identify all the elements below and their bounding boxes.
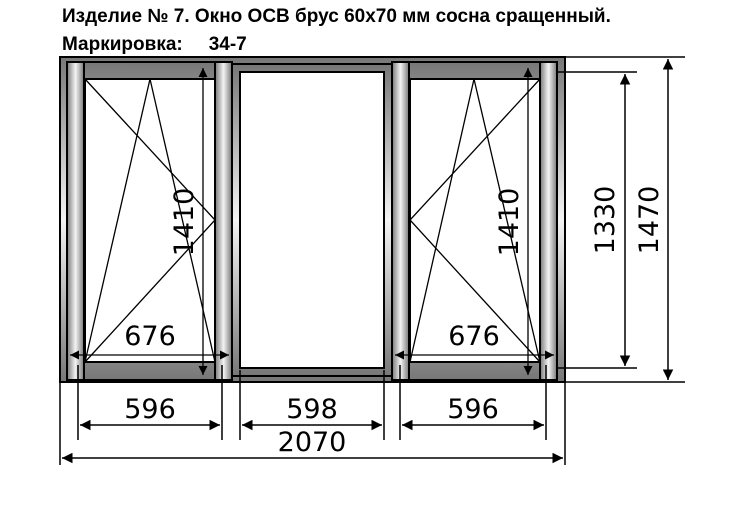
right-section-width-label: 596 — [447, 394, 499, 425]
middle-fixed-pane — [231, 63, 393, 377]
total-height-label: 1470 — [634, 186, 665, 255]
inner-height-label: 1330 — [590, 186, 621, 255]
right-sash-height-label: 1410 — [494, 188, 525, 257]
right-sash-width-label: 676 — [448, 321, 500, 352]
marking-label: Маркировка: — [62, 34, 183, 55]
left-section-width-label: 596 — [124, 394, 176, 425]
middle-section-width-label: 598 — [286, 394, 338, 425]
left-sash-width-label: 676 — [124, 321, 176, 352]
left-sash — [66, 61, 233, 381]
total-width-label: 2070 — [278, 427, 347, 458]
marking-value: 34-7 — [208, 34, 247, 55]
marking: Маркировка: 34-7 — [62, 34, 247, 56]
right-sash — [391, 61, 558, 381]
left-sash-height-label: 1410 — [169, 188, 200, 257]
dimension-lines — [59, 56, 685, 465]
product-title: Изделие № 7. Окно ОСВ брус 60х70 мм сосн… — [62, 6, 611, 27]
